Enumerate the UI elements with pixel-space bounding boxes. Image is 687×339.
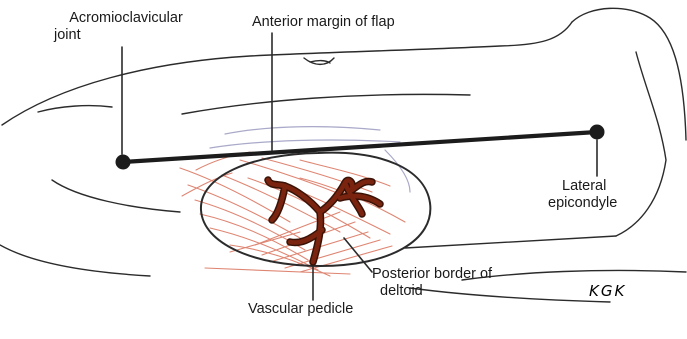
shoulder-fold (38, 106, 112, 112)
forearm-contour (616, 52, 666, 236)
lower-sketch-line (462, 270, 686, 280)
armpit-contour (52, 180, 180, 212)
label-anterior-margin-of-flap: Anterior margin of flap (252, 14, 395, 31)
label-lateral-line1: Lateral (548, 178, 617, 195)
arm-lower-contour (405, 236, 616, 248)
label-posterior-line2: deltoid (372, 283, 492, 300)
arm-outline (0, 8, 686, 302)
label-acromioclavicular-line2: joint (54, 27, 198, 44)
leader-lines (122, 33, 597, 300)
elbow-contour (572, 8, 686, 140)
label-posterior-border-of-deltoid: Posterior border of deltoid (372, 266, 492, 300)
label-posterior-line1: Posterior border of (372, 266, 492, 283)
label-lateral-line2: epicondyle (548, 195, 617, 212)
label-lateral-epicondyle: Lateral epicondyle (548, 178, 617, 212)
measurement-bar (123, 132, 597, 162)
label-vascular-pedicle: Vascular pedicle (248, 301, 353, 318)
inner-arm-line (182, 94, 470, 114)
label-acromioclavicular-joint: Acromioclavicular joint (54, 10, 198, 44)
deltoid-muscle-hatching (180, 152, 405, 276)
label-acromioclavicular-line1: Acromioclavicular (54, 10, 198, 27)
acromioclavicular-joint-marker (116, 155, 131, 170)
lateral-epicondyle-marker (590, 125, 605, 140)
artist-signature: KGK (589, 282, 626, 300)
chest-contour (0, 245, 150, 276)
